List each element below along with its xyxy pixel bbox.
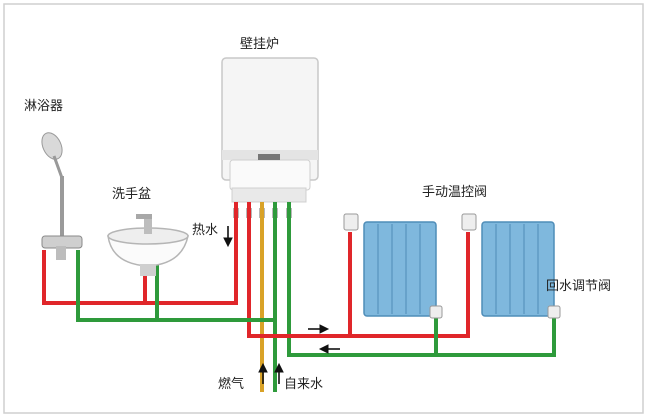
basin-label: 洗手盆 [112,187,152,202]
hot-water-label: 热水 [192,223,219,238]
radiator-1 [343,213,443,319]
boiler-label: 壁挂炉 [240,37,280,52]
frame-border [3,3,644,414]
shower [41,132,83,260]
flow-arrows [223,226,340,384]
wash-basin [107,214,189,276]
tap-water-label: 自来水 [284,377,324,392]
gas-label: 燃气 [218,377,245,392]
manual-valve-label: 手动温控阀 [422,185,488,200]
return-valve-label: 回水调节阀 [546,279,612,294]
boiler [221,57,319,203]
shower-label: 淋浴器 [24,99,64,114]
radiator-2 [461,213,561,319]
